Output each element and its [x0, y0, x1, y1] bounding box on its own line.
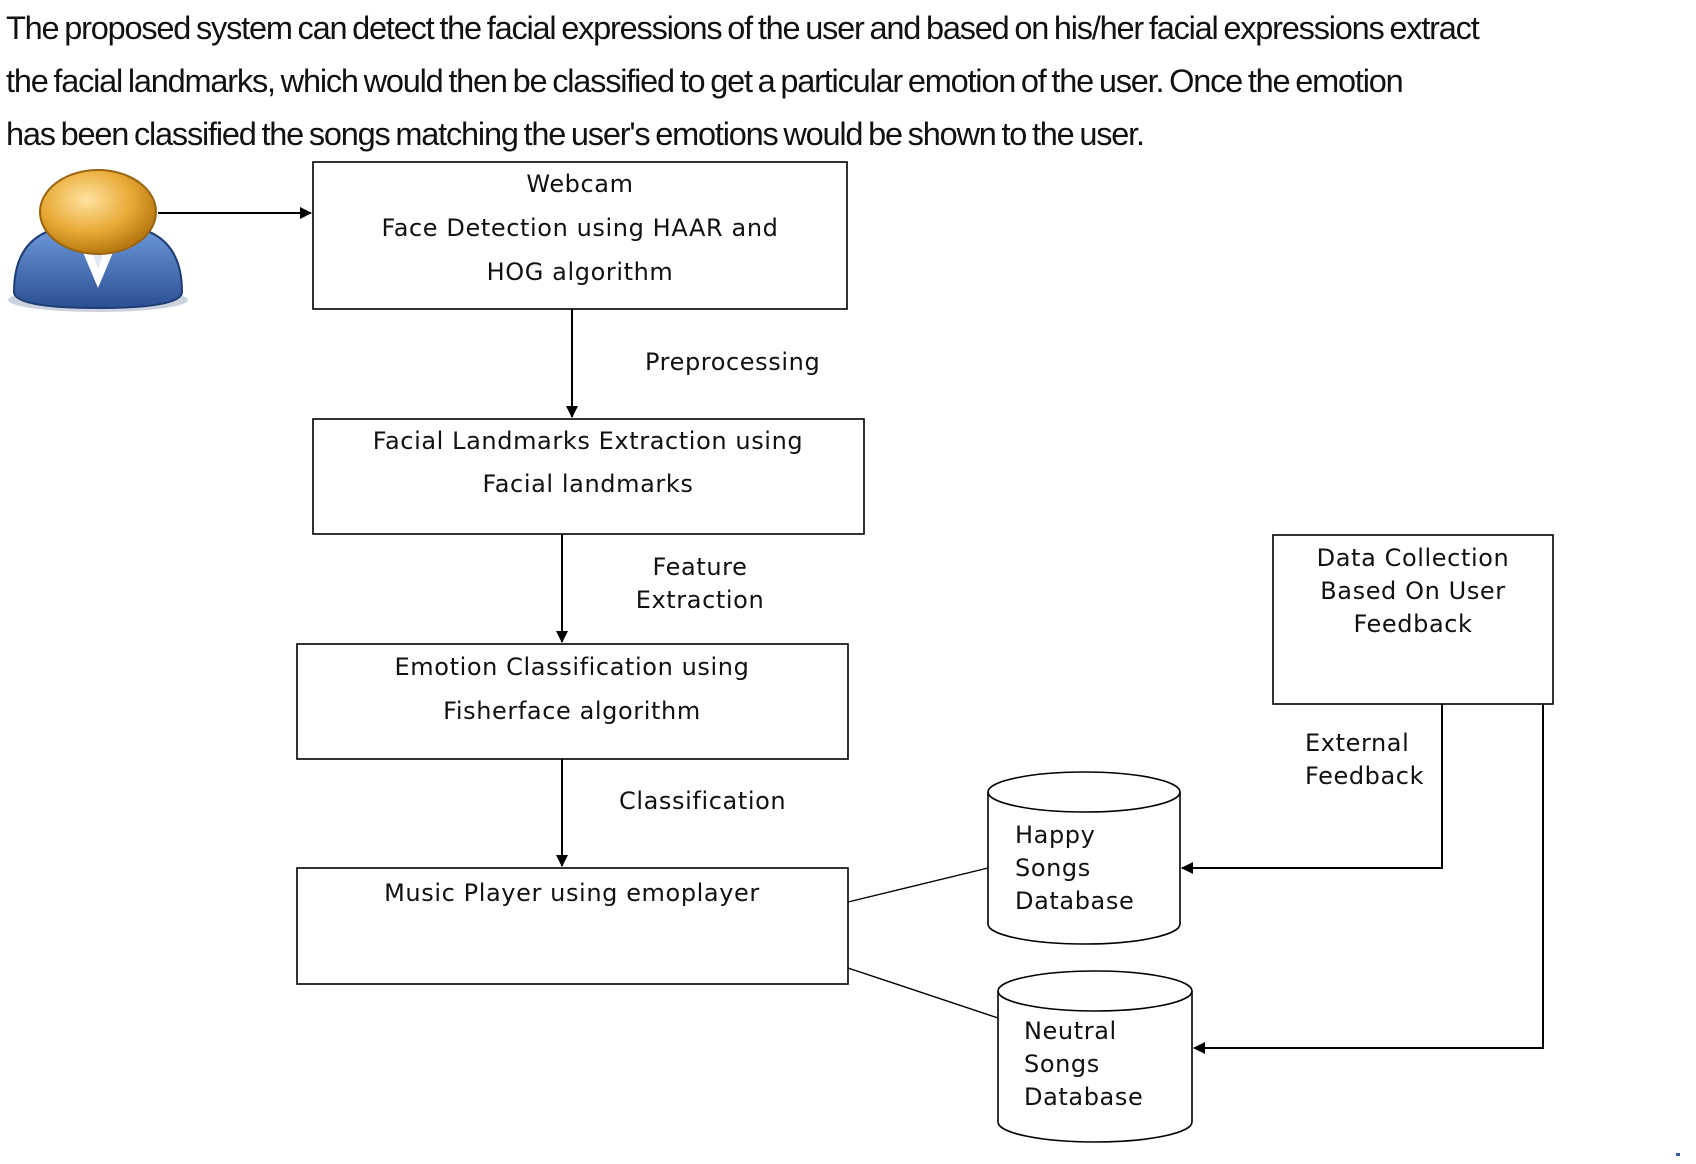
data-collection-box — [1272, 534, 1554, 705]
data-line-3: Feedback — [1353, 610, 1472, 638]
landmarks-box — [312, 418, 865, 535]
webcam-line-1: Webcam — [526, 170, 633, 198]
neutral-line-1: Neutral — [1024, 1017, 1117, 1045]
data-line-1: Data Collection — [1317, 544, 1510, 572]
happy-line-2: Songs — [1015, 854, 1091, 882]
happy-line-3: Database — [1015, 887, 1134, 915]
pre-line-1: Preprocessing — [645, 348, 820, 376]
neutral-line-3: Database — [1024, 1083, 1143, 1111]
intro-paragraph: The proposed system can detect the facia… — [6, 2, 1694, 161]
intro-line-3: has been classified the songs matching t… — [6, 116, 1145, 152]
music-player-box-label: Music Player using emoplayer — [384, 879, 760, 907]
feat-line-2: Extraction — [636, 586, 765, 614]
intro-line-2: the facial landmarks, which would then b… — [6, 63, 1404, 99]
data-line-2: Based On User — [1320, 577, 1506, 605]
feedback-to-happy-arrow — [1181, 704, 1443, 874]
feat-line-1: Feature — [653, 553, 748, 581]
music-line-1: Music Player using emoplayer — [384, 879, 760, 907]
ext-line-2: Feedback — [1305, 762, 1424, 790]
ext-line-1: External — [1305, 729, 1409, 757]
music-to-happy-line — [847, 867, 989, 903]
intro-line-1: The proposed system can detect the facia… — [6, 10, 1480, 46]
user-icon — [8, 169, 188, 312]
classification-label: Classification — [619, 787, 786, 815]
music-to-neutral-line — [847, 967, 999, 1019]
emotion-line-1: Emotion Classification using — [395, 653, 750, 681]
neutral-line-2: Songs — [1024, 1050, 1100, 1078]
corner-dot — [1676, 1153, 1680, 1156]
class-line-1: Classification — [619, 787, 786, 815]
happy-line-1: Happy — [1015, 821, 1095, 849]
webcam-box — [312, 161, 848, 310]
music-player-box — [296, 867, 849, 985]
emotion-line-2: Fisherface algorithm — [443, 697, 701, 725]
neutral-songs-database — [997, 970, 1193, 1143]
feedback-to-neutral-arrow — [1193, 704, 1544, 1054]
landmarks-line-1: Facial Landmarks Extraction using — [373, 427, 803, 455]
happy-songs-database — [987, 771, 1181, 945]
preprocessing-label: Preprocessing — [645, 348, 820, 376]
webcam-line-2: Face Detection using HAAR and — [382, 214, 779, 242]
webcam-line-3: HOG algorithm — [487, 258, 674, 286]
emotion-box — [296, 643, 849, 760]
landmarks-line-2: Facial landmarks — [483, 470, 694, 498]
